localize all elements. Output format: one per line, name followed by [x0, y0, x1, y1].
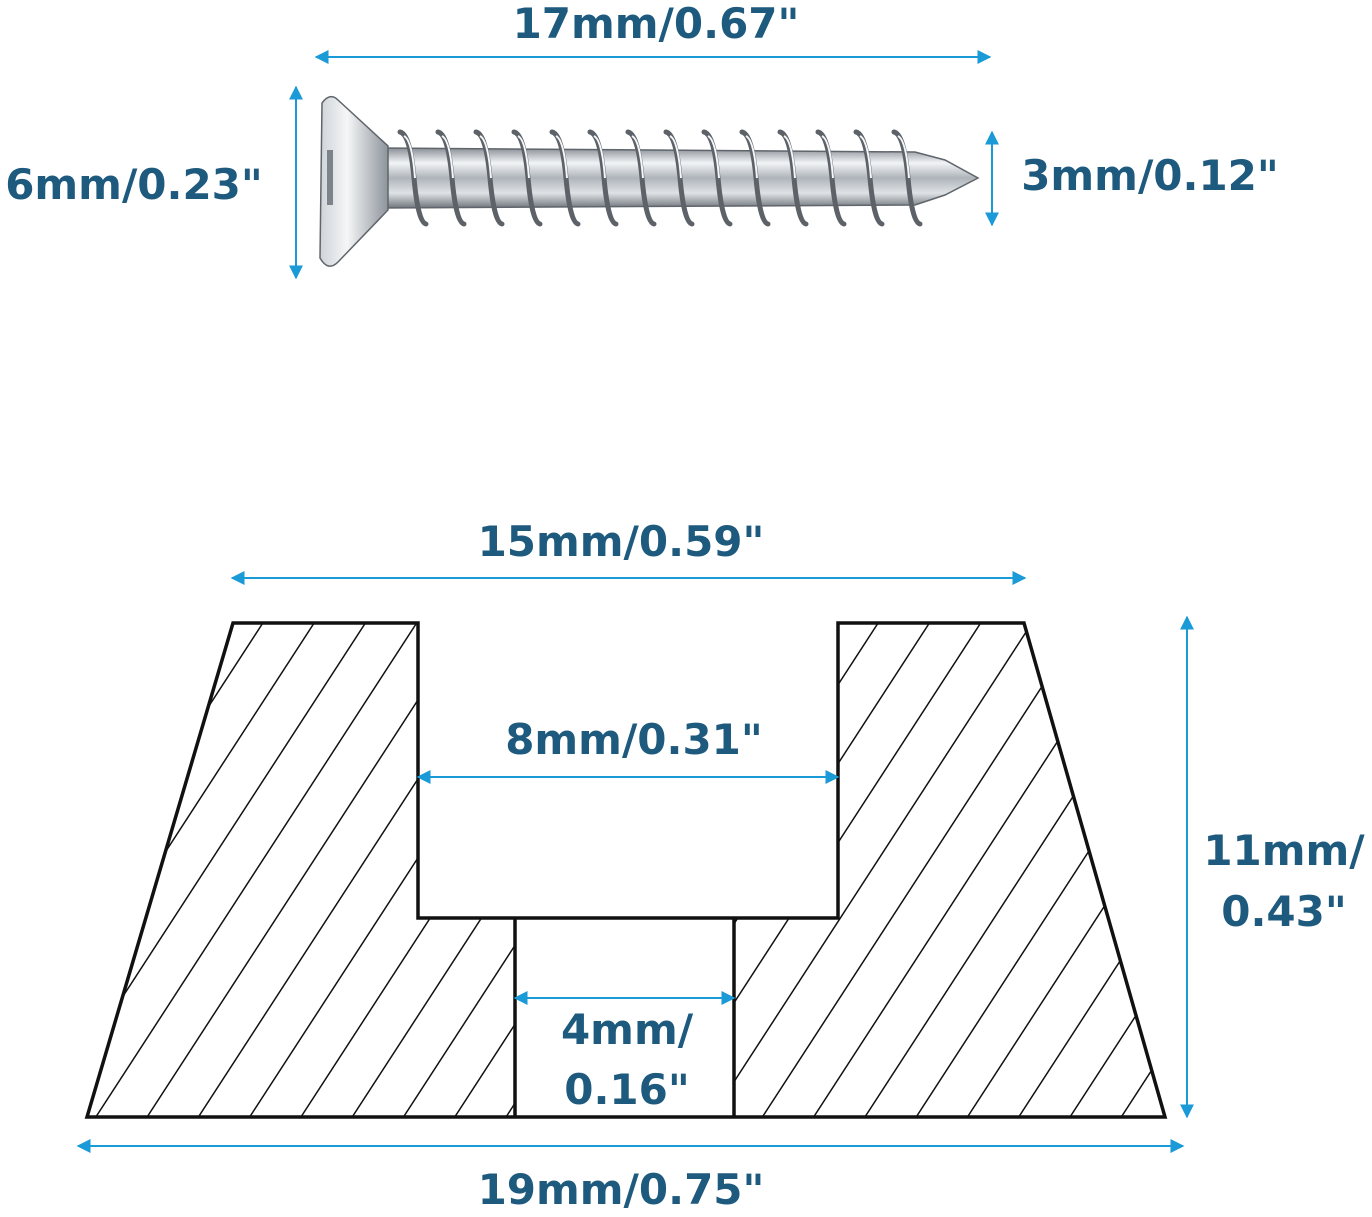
- height-label-line2: 0.43": [1221, 887, 1347, 936]
- screw-thread-highlight: [403, 135, 416, 179]
- counterbore-width-label: 8mm/0.31": [505, 715, 763, 764]
- screw-threads: [397, 129, 923, 227]
- screw-thread-highlight: [441, 135, 454, 179]
- screw-thread-highlight: [745, 135, 758, 179]
- hole-width-label-line1: 4mm/: [561, 1005, 694, 1054]
- screw-head: [319, 95, 389, 267]
- through-hole-outline: [513, 918, 736, 1117]
- hole-width-label-line2: 0.16": [564, 1065, 690, 1114]
- screw-thread-highlight: [479, 135, 492, 179]
- screw-thread-highlight: [517, 135, 530, 179]
- screw-thread-highlight: [555, 135, 568, 179]
- screw-thread-highlight: [593, 135, 606, 179]
- screw-thread-highlight: [859, 135, 872, 179]
- screw-illustration: [319, 95, 980, 267]
- screw-thread-highlight: [631, 135, 644, 179]
- screw-thread-highlight: [707, 135, 720, 179]
- screw-thread-highlight: [783, 135, 796, 179]
- screw-length-label: 17mm/0.67": [513, 0, 800, 48]
- left-hatch-fill: [87, 623, 515, 1117]
- height-label-line1: 11mm/: [1203, 826, 1365, 875]
- screw-shank-diameter-label: 3mm/0.12": [1021, 151, 1279, 200]
- bottom-width-label: 19mm/0.75": [478, 1165, 765, 1214]
- screw-head-diameter-label: 6mm/0.23": [5, 160, 263, 209]
- right-hatch-fill: [734, 623, 1165, 1117]
- screw-thread-highlight: [821, 135, 834, 179]
- screw-thread-highlight: [897, 135, 910, 179]
- top-width-label: 15mm/0.59": [478, 517, 765, 566]
- screw-thread-highlight: [669, 135, 682, 179]
- screw-head-slot: [327, 150, 333, 205]
- bumper-outline: [84, 621, 1168, 1119]
